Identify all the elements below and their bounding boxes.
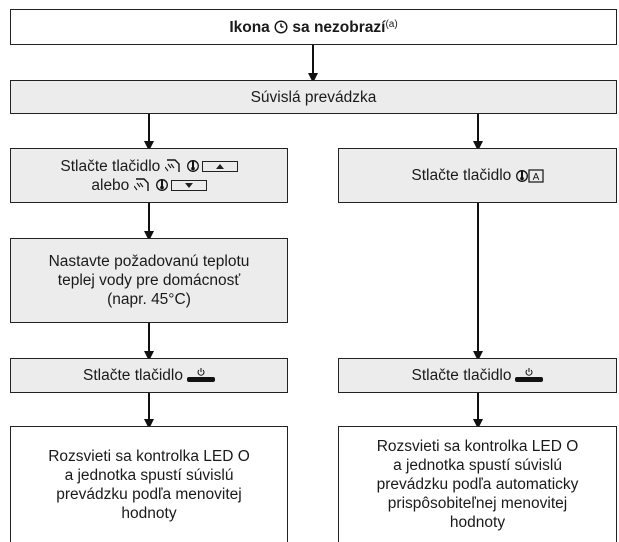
up-arrow-button bbox=[201, 160, 238, 172]
set-temp-line1: Nastavte požadovanú teplotu bbox=[48, 253, 250, 270]
right-result-line4: prispôsobiteľnej menovitej bbox=[387, 495, 568, 512]
left-press-line2: alebo bbox=[91, 176, 207, 195]
left-result-line2: a jednotka spustí súvislú bbox=[64, 466, 234, 484]
left-result-line1: Rozsvieti sa kontrolka LED O bbox=[48, 447, 250, 465]
top-suffix: sa nezobrazí bbox=[292, 18, 386, 36]
on-off-button bbox=[186, 367, 215, 384]
left-press-box: Stlačte tlačidlo alebo bbox=[10, 148, 288, 203]
right-onoff-box: Stlačte tlačidlo bbox=[338, 358, 617, 393]
right-result-line2: a jednotka spustí súvislú bbox=[393, 457, 562, 474]
thermometer-icon bbox=[515, 169, 528, 182]
right-onoff-text: Stlačte tlačidlo bbox=[411, 367, 512, 384]
left-press-line1: Stlačte tlačidlo bbox=[60, 157, 238, 176]
right-result-line5: hodnoty bbox=[449, 514, 506, 531]
top-condition-box: Ikona sa nezobrazí(a) bbox=[10, 9, 617, 45]
thermometer-icon bbox=[186, 160, 199, 173]
down-arrow-button bbox=[170, 179, 207, 191]
set-temp-line2: teplej vody pre domácnosť bbox=[57, 272, 241, 289]
left-onoff-box: Stlačte tlačidlo bbox=[10, 358, 288, 393]
left-press-text: Stlačte tlačidlo bbox=[60, 157, 161, 175]
left-result-line4: hodnoty bbox=[121, 504, 177, 522]
top-prefix: Ikona bbox=[229, 18, 270, 36]
on-off-button bbox=[515, 367, 544, 384]
continuous-operation-box: Súvislá prevádzka bbox=[10, 80, 617, 114]
right-result-line1: Rozsvieti sa kontrolka LED O bbox=[376, 438, 579, 455]
left-result-box: Rozsvieti sa kontrolka LED O a jednotka … bbox=[10, 426, 288, 542]
svg-text:A: A bbox=[532, 172, 539, 183]
right-result-line3: prevádzku podľa automaticky bbox=[376, 476, 579, 493]
auto-mode-icon: A bbox=[528, 168, 544, 183]
footnote-marker: (a) bbox=[385, 18, 398, 30]
hot-water-tap-icon bbox=[164, 159, 180, 173]
hot-water-tap-icon bbox=[133, 178, 149, 192]
right-press-text: Stlačte tlačidlo bbox=[411, 167, 512, 184]
set-temperature-box: Nastavte požadovanú teplotu teplej vody … bbox=[10, 238, 288, 323]
continuous-label: Súvislá prevádzka bbox=[250, 88, 377, 106]
set-temp-line3: (napr. 45°C) bbox=[107, 291, 191, 308]
left-press-or: alebo bbox=[91, 176, 130, 194]
left-onoff-text: Stlačte tlačidlo bbox=[83, 367, 183, 384]
left-result-line3: prevádzku podľa menovitej bbox=[56, 485, 242, 503]
right-press-box: Stlačte tlačidlo A bbox=[338, 148, 617, 203]
right-result-box: Rozsvieti sa kontrolka LED O a jednotka … bbox=[338, 426, 617, 542]
thermometer-icon bbox=[155, 179, 168, 192]
clock-icon bbox=[274, 20, 288, 34]
